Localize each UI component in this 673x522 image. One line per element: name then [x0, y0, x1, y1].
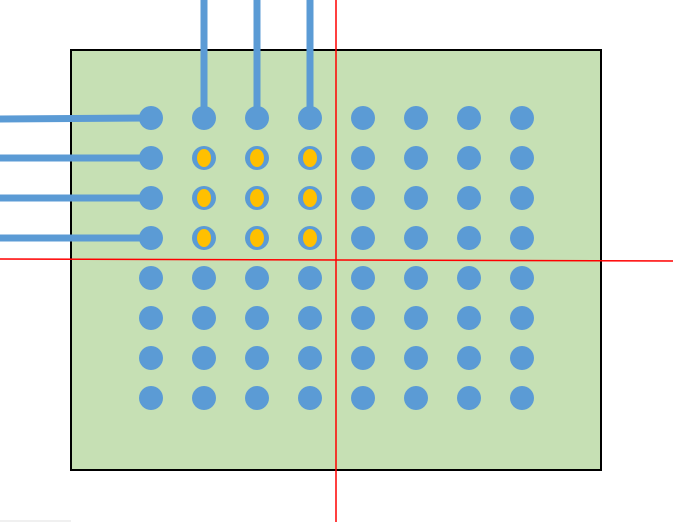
highlighted-pin: [250, 149, 264, 167]
pin-dot: [457, 186, 481, 210]
row-wire: [0, 114, 152, 123]
pin-dot: [139, 146, 163, 170]
pin-dot: [139, 186, 163, 210]
pin-dot: [298, 346, 322, 370]
pin-dot: [298, 386, 322, 410]
pin-dot: [457, 266, 481, 290]
pin-dot: [510, 186, 534, 210]
pin-dot: [298, 306, 322, 330]
pin-dot: [139, 106, 163, 130]
pin-dot: [404, 346, 428, 370]
pin-dot: [351, 186, 375, 210]
pin-dot: [404, 386, 428, 410]
highlighted-pin: [303, 229, 317, 247]
highlighted-pin: [250, 229, 264, 247]
highlighted-pin: [197, 229, 211, 247]
pin-dot: [510, 386, 534, 410]
pin-dot: [404, 266, 428, 290]
pin-dot: [351, 226, 375, 250]
pin-dot: [510, 346, 534, 370]
highlighted-pin: [197, 149, 211, 167]
pin-dot: [510, 106, 534, 130]
pin-dot: [351, 106, 375, 130]
highlighted-pin: [197, 189, 211, 207]
wires: [0, 0, 314, 242]
pin-dot: [192, 306, 216, 330]
pin-dot: [457, 346, 481, 370]
pin-dot: [139, 226, 163, 250]
pin-dot: [245, 266, 269, 290]
pin-dot: [192, 266, 216, 290]
pin-dot: [510, 226, 534, 250]
pin-dot: [510, 266, 534, 290]
pin-dot: [457, 146, 481, 170]
pin-dot: [510, 146, 534, 170]
pin-dot: [404, 146, 428, 170]
pin-dot: [457, 106, 481, 130]
pin-dot: [404, 186, 428, 210]
pin-dot: [245, 106, 269, 130]
highlighted-pin: [303, 149, 317, 167]
pin-dot: [139, 306, 163, 330]
horizontal-crosshair-line: [0, 258, 673, 262]
pin-dot: [404, 226, 428, 250]
pin-dot: [351, 266, 375, 290]
pin-dot: [298, 106, 322, 130]
pin-dot: [351, 306, 375, 330]
pin-dot: [457, 226, 481, 250]
highlighted-pin: [303, 189, 317, 207]
pin-dot: [192, 386, 216, 410]
pin-dot: [404, 306, 428, 330]
highlighted-pin: [250, 189, 264, 207]
pin-dot: [192, 106, 216, 130]
pin-dot: [139, 386, 163, 410]
pin-dot: [298, 266, 322, 290]
pin-dot: [139, 266, 163, 290]
pin-dot: [510, 306, 534, 330]
pin-dot: [351, 386, 375, 410]
pin-dot: [351, 346, 375, 370]
pin-dot: [245, 386, 269, 410]
pin-dot: [457, 386, 481, 410]
pin-dot: [457, 306, 481, 330]
pin-dot: [192, 346, 216, 370]
pin-dot: [351, 146, 375, 170]
pin-dot: [245, 346, 269, 370]
pin-dot: [139, 346, 163, 370]
pin-dot: [404, 106, 428, 130]
pin-dot: [245, 306, 269, 330]
pin-grid: [139, 106, 534, 410]
